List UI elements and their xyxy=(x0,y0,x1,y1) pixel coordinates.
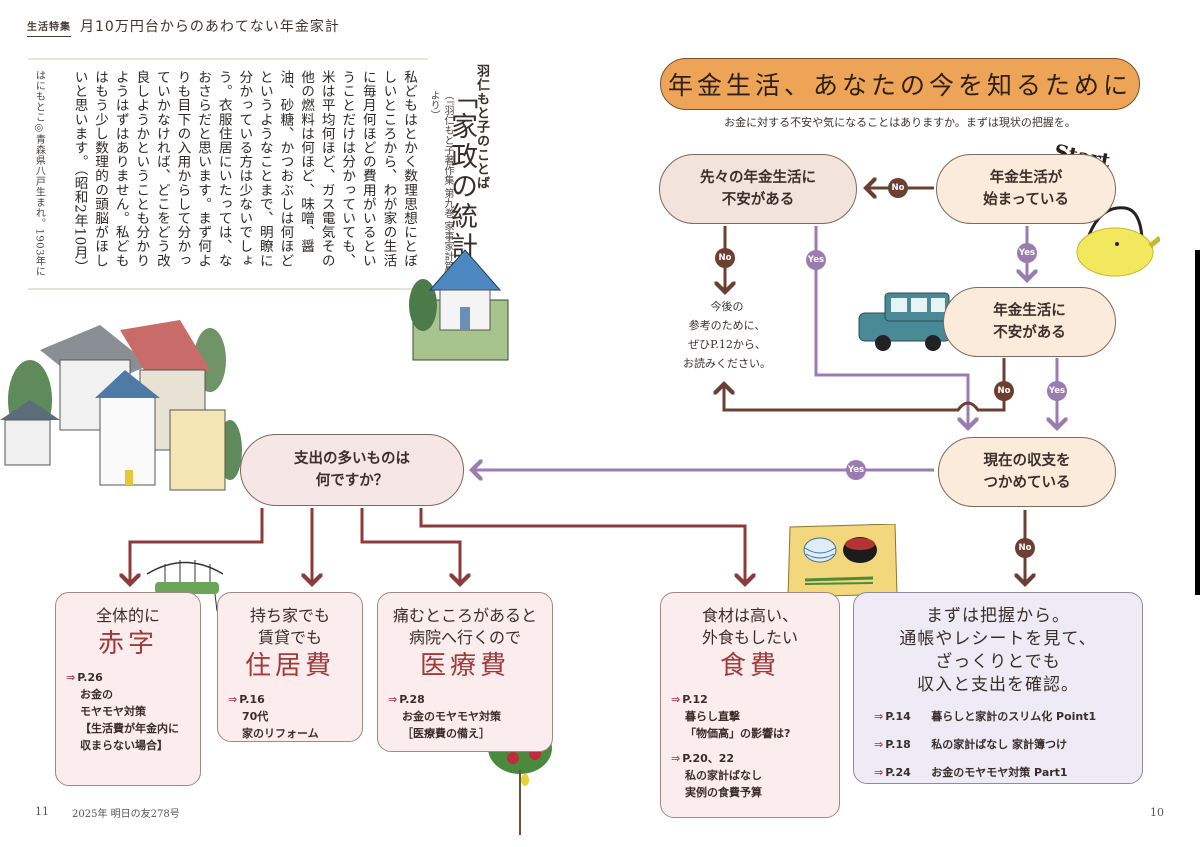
badge-yes: Yes xyxy=(1047,381,1067,401)
page-reference[interactable]: ⇒P.24 お金のモヤモヤ対策 Part1 xyxy=(874,763,1132,783)
card-category: 赤字 xyxy=(97,629,158,659)
page-number: P.18 xyxy=(885,738,911,751)
card-category: 食費 xyxy=(719,651,780,681)
node-text: 年金生活に 不安がある xyxy=(993,303,1066,341)
author-bio: はにもとこ◎青森県八戸生まれ。1903年に『婦人之友』を創刊。翌年、家計簿を創案… xyxy=(34,70,45,277)
arrow-icon: ⇒ xyxy=(874,710,884,723)
card-medical: 痛むところがあると 病院へ行くので 医療費 ⇒P.28 お金のモヤモヤ対策 ［医… xyxy=(377,592,553,752)
reference-text: 私の家計ばなし 実例の食費予算 xyxy=(685,769,762,799)
future-reference-note: 今後の 参考のために、 ぜひP.12から、 お読みください。 xyxy=(683,300,771,370)
node-text: 年金生活が 始まっている xyxy=(983,170,1069,208)
essay-body-text: 私どもはとかく数理思想にとぼしいところから、わが家の生活に毎月何ほどの費用がいる… xyxy=(71,70,418,274)
connector-spending-medical xyxy=(360,508,460,584)
node-pension-started: 年金生活が 始まっている xyxy=(936,154,1116,224)
card-lead: まずは把握から。 通帳やレシートを見て、 ざっくりとでも 収入と支出を確認。 xyxy=(899,606,1097,695)
teapot-illustration xyxy=(1076,206,1160,277)
reference-text: 暮らしと家計のスリム化 Point1 xyxy=(931,710,1097,723)
car-illustration xyxy=(858,292,952,351)
page-reference[interactable]: ⇒P.16 70代 家のリフォーム xyxy=(228,691,352,742)
card-grasp-first: まずは把握から。 通帳やレシートを見て、 ざっくりとでも 収入と支出を確認。 ⇒… xyxy=(853,592,1143,784)
node-future-anxiety: 先々の年金生活に 不安がある xyxy=(659,154,857,224)
card-lead: 食材は高い、 外食もしたい xyxy=(701,606,798,647)
page-number-right: 10 xyxy=(1150,806,1164,819)
essay-frame xyxy=(28,58,428,290)
arrow-icon: ⇒ xyxy=(388,693,398,706)
house-garden-illustration xyxy=(409,249,509,361)
card-lead: 持ち家でも 賃貸でも xyxy=(249,606,330,647)
issue-label: 2025年 明日の友278号 xyxy=(72,809,180,820)
essay-kicker: 羽仁もと子のことば xyxy=(474,64,489,190)
page-number: P.20、22 xyxy=(682,752,735,765)
card-housing: 持ち家でも 賃貸でも 住居費 ⇒P.16 70代 家のリフォーム xyxy=(217,592,363,742)
page-reference[interactable]: ⇒P.28 お金のモヤモヤ対策 ［医療費の備え］ xyxy=(388,691,542,742)
reference-text: お金のモヤモヤ対策 Part1 xyxy=(931,766,1068,779)
page-number: P.12 xyxy=(682,693,708,706)
page-reference[interactable]: ⇒P.18 私の家計ばなし 家計簿つけ xyxy=(874,735,1132,755)
node-text: 先々の年金生活に 不安がある xyxy=(700,170,816,208)
card-category: 住居費 xyxy=(244,651,335,681)
arrow-icon: ⇒ xyxy=(671,752,681,765)
card-deficit: 全体的に 赤字 ⇒P.26 お金の モヤモヤ対策 【生活費が年金内に 収まらない… xyxy=(55,592,201,786)
reference-text: 私の家計ばなし 家計簿つけ xyxy=(931,738,1068,751)
page-number: P.28 xyxy=(399,693,425,706)
reference-text: 70代 家のリフォーム xyxy=(242,710,319,740)
page-edge-bar xyxy=(1195,250,1200,595)
section-tag: 生活特集 xyxy=(27,18,71,37)
card-category: 医療費 xyxy=(419,651,510,681)
node-grasp-finances: 現在の収支を つかめている xyxy=(938,437,1116,507)
badge-no: No xyxy=(1015,538,1035,558)
connector-spending-food xyxy=(419,508,745,584)
badge-no: No xyxy=(994,381,1014,401)
flowchart-banner: 年金生活、あなたの今を知るために xyxy=(660,58,1140,110)
page-number: P.26 xyxy=(77,671,103,684)
page-number: P.14 xyxy=(885,710,911,723)
reference-text: 暮らし直撃 「物価高」の影響は? xyxy=(685,710,791,740)
essay-source: （『羽仁もと子著作集 第九巻 家事家計篇』より） xyxy=(428,90,453,282)
card-lead: 全体的に xyxy=(95,606,160,625)
node-text: 支出の多いものは 何ですか？ xyxy=(294,451,410,489)
badge-yes: Yes xyxy=(1017,243,1037,263)
badge-no: No xyxy=(888,178,908,198)
reference-text: お金の モヤモヤ対策 【生活費が年金内に 収まらない場合】 xyxy=(80,688,179,752)
page-reference[interactable]: ⇒P.26 お金の モヤモヤ対策 【生活費が年金内に 収まらない場合】 xyxy=(66,669,190,754)
arrow-icon: ⇒ xyxy=(66,671,76,684)
page-number: P.16 xyxy=(239,693,265,706)
arrow-icon: ⇒ xyxy=(874,766,884,779)
page-reference[interactable]: ⇒P.14 暮らしと家計のスリム化 Point1 xyxy=(874,707,1132,727)
running-header-title: 月10万円台からのあわてない年金家計 xyxy=(80,19,340,35)
flowchart-subtitle: お金に対する不安や気になることはありますか。まずは現状の把握を。 xyxy=(724,116,1076,129)
arrow-icon: ⇒ xyxy=(671,693,681,706)
connector-now-no xyxy=(724,358,1006,412)
badge-yes: Yes xyxy=(846,460,866,480)
reference-text: お金のモヤモヤ対策 ［医療費の備え］ xyxy=(402,710,501,740)
node-current-anxiety: 年金生活に 不安がある xyxy=(943,287,1116,357)
card-lead: 痛むところがあると 病院へ行くので xyxy=(392,606,537,647)
page-number: P.24 xyxy=(885,766,911,779)
badge-yes: Yes xyxy=(806,250,826,270)
node-top-spending: 支出の多いものは 何ですか？ xyxy=(240,434,464,506)
node-text: 現在の収支を つかめている xyxy=(983,453,1071,491)
houses-illustration xyxy=(0,320,242,491)
page-reference[interactable]: ⇒P.12 暮らし直撃 「物価高」の影響は? xyxy=(671,691,829,742)
badge-no: No xyxy=(715,248,735,268)
essay-body: 私どもはとかく数理思想にとぼしいところから、わが家の生活に毎月何ほどの費用がいる… xyxy=(34,70,419,278)
bench-illustration xyxy=(146,560,224,611)
card-food: 食材は高い、 外食もしたい 食費 ⇒P.12 暮らし直撃 「物価高」の影響は? … xyxy=(660,592,840,818)
page-reference[interactable]: ⇒P.20、22 私の家計ばなし 実例の食費予算 xyxy=(671,750,829,801)
arrow-icon: ⇒ xyxy=(874,738,884,751)
arrow-icon: ⇒ xyxy=(228,693,238,706)
connector-spending-deficit xyxy=(130,508,264,584)
page-number-left: 11 xyxy=(35,805,49,818)
